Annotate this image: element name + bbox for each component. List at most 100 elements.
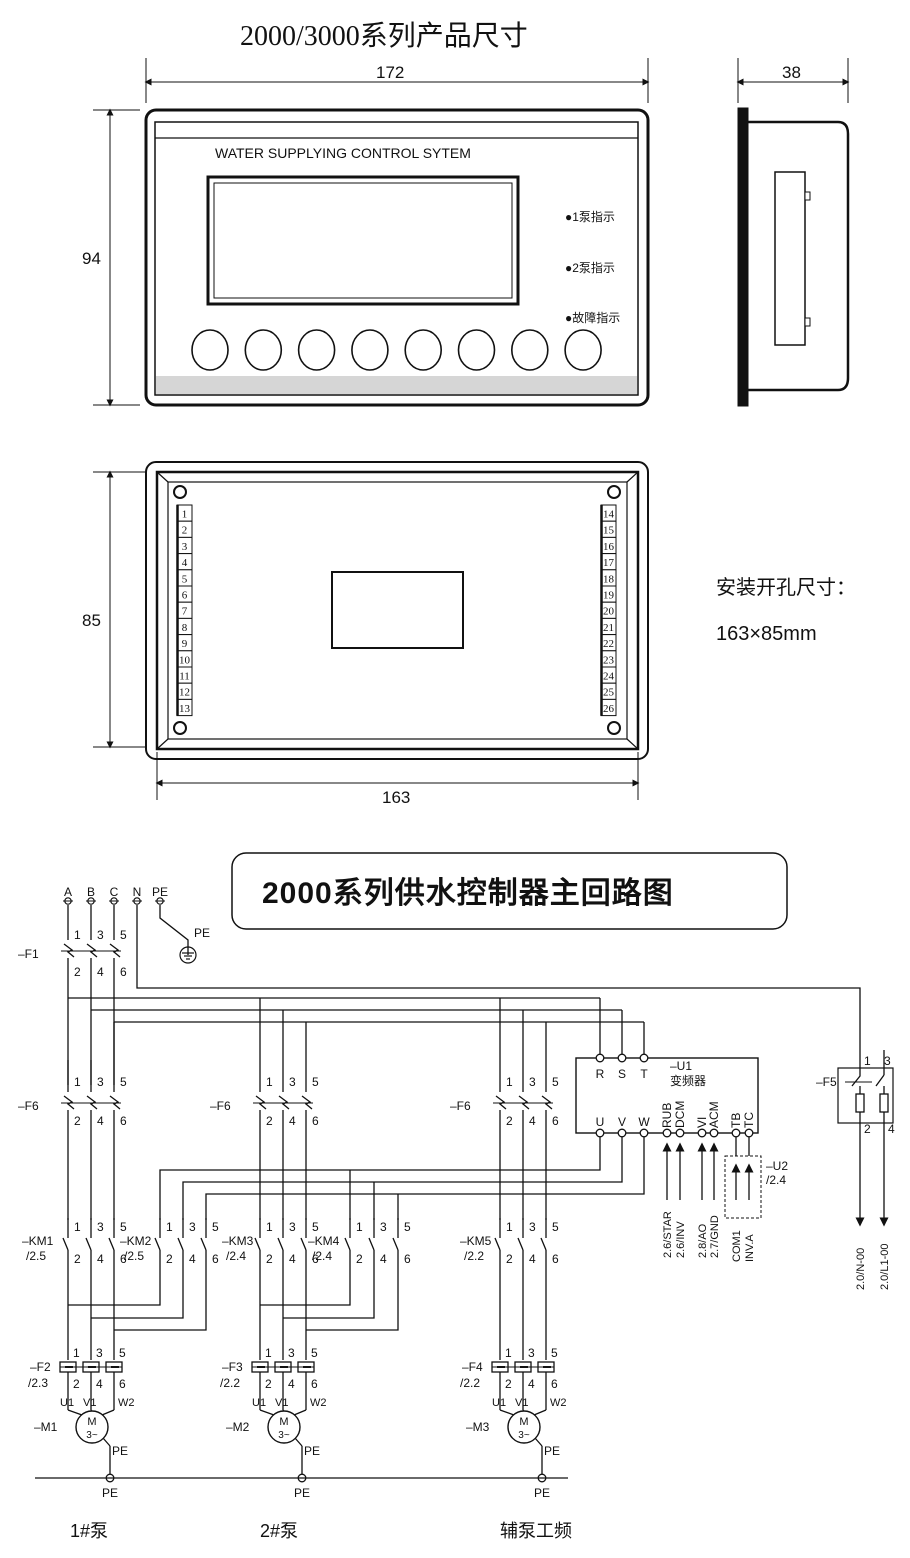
pe-bus-label: PE [294,1486,310,1500]
terminal-number: 22 [603,638,614,650]
motor-terminal-label: U1 [252,1397,266,1409]
height-label-94: 94 [82,249,101,268]
terminal-number: 21 [603,622,614,634]
ol-contact-bottom: 4 [96,1377,103,1391]
terminal [662,1128,672,1138]
terminal [639,1128,649,1138]
supply-label-B: B [87,885,95,899]
signal-ref: INV.A [744,1234,756,1262]
wire [177,1237,184,1251]
ol-contact-bottom: 2 [73,1377,80,1391]
motor-symbol-text: 3~ [518,1430,530,1441]
rear-window [331,571,464,649]
f6-contact-top: 5 [312,1075,319,1089]
km-contact-top: 3 [97,1220,104,1234]
ol-contact-top: 3 [288,1346,295,1360]
wire [260,1300,351,1306]
ol-contact-bottom: 2 [505,1377,512,1391]
f6-contact-top: 1 [74,1075,81,1089]
inverter-input-label: R [596,1067,605,1081]
km-contact-bottom: 2 [356,1252,363,1266]
motor-symbol-text: M [279,1416,288,1428]
terminal-number: 2 [182,525,188,537]
ol-contact-top: 3 [528,1346,535,1360]
inverter-input-label: T [640,1067,648,1081]
terminal-number: 23 [603,654,615,666]
wire [200,1237,207,1251]
wire [68,1300,161,1306]
motor-symbol-text: 3~ [86,1430,98,1441]
km-contact-top: 3 [529,1220,536,1234]
width-dimension-172: 172 [144,58,650,103]
f5-contact-top: 3 [884,1054,891,1068]
panel-label: WATER SUPPLYING CONTROL SYTEM [215,145,471,161]
f6-contact-bottom: 4 [97,1114,104,1128]
terminal-number: 8 [182,622,188,634]
terminal-number: 1 [182,509,188,521]
f6-label: –F6 [450,1099,471,1113]
indicator-fault: ●故障指示 [565,310,620,325]
terminal-number: 11 [179,671,190,683]
height-dimension-94: 94 [82,108,140,407]
motor-symbol [507,1410,541,1444]
ol-contact-bottom: 6 [551,1377,558,1391]
km-contact-bottom: 4 [97,1252,104,1266]
front-panel: WATER SUPPLYING CONTROL SYTEM ●1泵指示 ●2泵指… [144,108,650,407]
f6-contact-bottom: 2 [74,1114,81,1128]
terminal [617,1128,627,1138]
motor-terminal-label: V1 [515,1397,528,1409]
overload-ref: /2.3 [28,1376,48,1390]
contactor-label: –KM2 [120,1234,152,1248]
motor-pe-label: PE [112,1444,128,1458]
motor-label: –M2 [226,1420,250,1434]
pe-bus-label: PE [534,1486,550,1500]
ol-contact-bottom: 4 [288,1377,295,1391]
terminal-number: 19 [603,590,615,602]
terminal-number: 3 [182,541,188,553]
inverter-signal-label: DCM [673,1101,687,1128]
side-view [737,107,850,407]
terminal [697,1128,707,1138]
contactor-label: –KM4 [308,1234,340,1248]
km-contact-bottom: 6 [212,1252,219,1266]
f1-contact-bottom: 6 [120,965,127,979]
km-contact-top: 3 [289,1220,296,1234]
km-contact-top: 5 [552,1220,559,1234]
panel-button [191,329,229,371]
wire [136,905,861,1060]
width-label-172: 172 [376,63,404,82]
km-contact-top: 1 [266,1220,273,1234]
inverter-signal-label: ACM [707,1101,721,1128]
ol-contact-top: 5 [119,1346,126,1360]
contactor-ref: /2.4 [226,1249,246,1263]
wire [159,1137,601,1220]
motor-symbol-text: 3~ [278,1430,290,1441]
motor-terminal-label: W2 [550,1397,567,1409]
inverter-signal-label: VI [695,1117,709,1128]
f1-contact-top: 3 [97,928,104,942]
terminal-number: 5 [182,573,188,585]
supply-label-A: A [64,885,72,899]
km-contact-bottom: 4 [289,1252,296,1266]
f6-contact-top: 3 [97,1075,104,1089]
f5-ref: 2.0/N-00 [855,1248,867,1290]
f5-contact-top: 1 [864,1054,871,1068]
km-contact-bottom: 6 [120,1252,127,1266]
ol-contact-top: 1 [505,1346,512,1360]
overload-label: –F2 [30,1360,51,1374]
inverter-signal-label: RUB [660,1103,674,1128]
f5-label: –F5 [816,1075,837,1089]
f1-label: –F1 [18,947,39,961]
wire [101,1409,115,1416]
f6-contact-bottom: 4 [529,1114,536,1128]
pump-label: 辅泵工频 [500,1521,572,1541]
terminal-number: 18 [603,573,615,585]
motor-terminal-label: U1 [492,1397,506,1409]
wire [392,1237,399,1251]
ol-contact-bottom: 4 [528,1377,535,1391]
inverter-output-label: V [618,1115,626,1129]
f6-contact-bottom: 6 [120,1114,127,1128]
ground-icon [179,946,197,964]
